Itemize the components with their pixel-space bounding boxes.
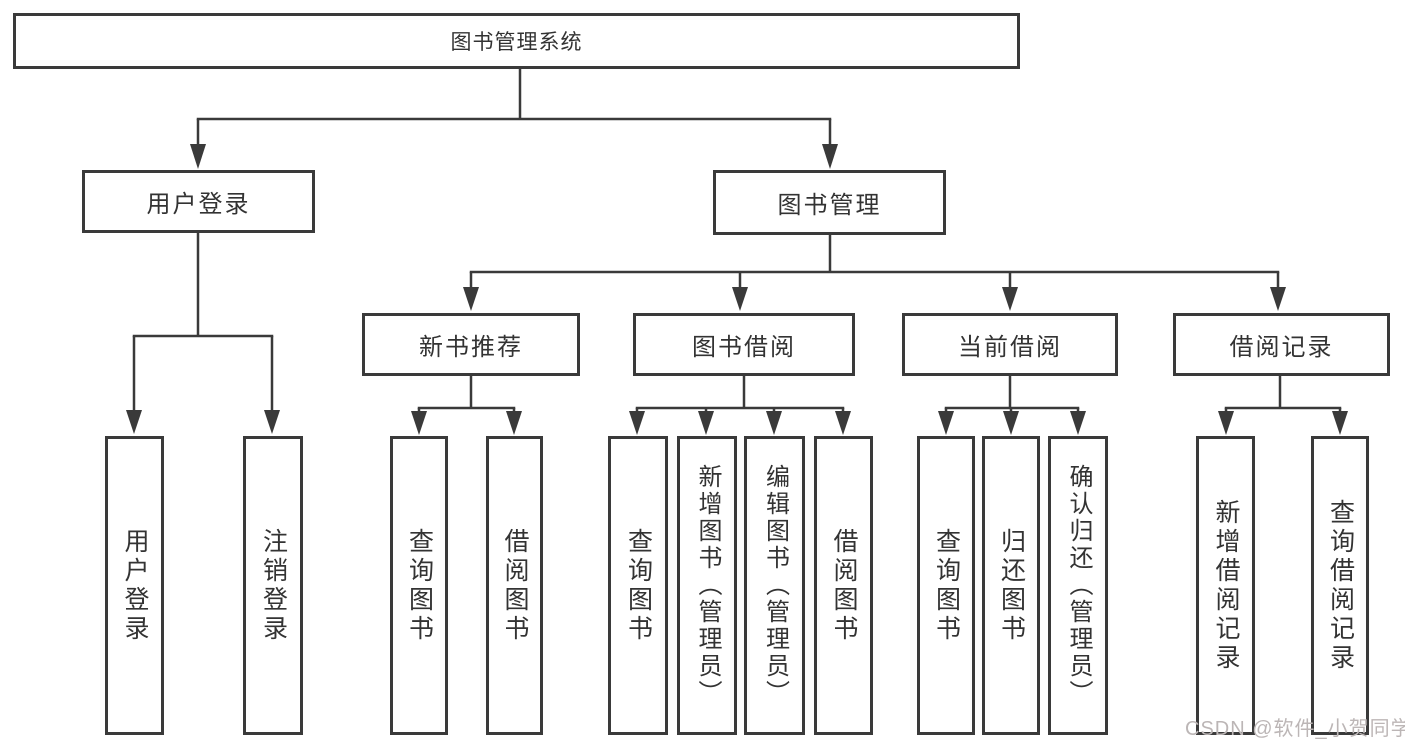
- node-label: 查询图书: [624, 527, 653, 644]
- node-book-management: 图书管理: [713, 170, 946, 235]
- leaf-add-borrow-record: 新增借阅记录: [1196, 436, 1255, 735]
- leaf-add-book-admin: 新增图书（管理员）: [677, 436, 737, 735]
- leaf-query-books-recommend: 查询图书: [390, 436, 448, 735]
- leaf-return-book: 归还图书: [982, 436, 1040, 735]
- node-label: 借阅图书: [501, 527, 529, 644]
- arrowhead-icons: [126, 144, 1348, 435]
- node-new-book-recommendation: 新书推荐: [362, 313, 580, 376]
- node-label: 借阅记录: [1229, 334, 1334, 361]
- node-label: 用户登录: [121, 527, 149, 644]
- node-label: 编辑图书（管理员）: [761, 464, 789, 707]
- node-book-borrowing: 图书借阅: [633, 313, 855, 376]
- node-label: 新书推荐: [419, 334, 523, 361]
- node-label: 图书借阅: [692, 334, 796, 361]
- node-current-borrowing: 当前借阅: [902, 313, 1118, 376]
- node-label: 借阅图书: [830, 527, 858, 644]
- node-label: 当前借阅: [958, 334, 1062, 361]
- node-label: 用户登录: [146, 191, 251, 218]
- node-label: 查询图书: [932, 527, 961, 644]
- node-label: 确认归还（管理员）: [1065, 464, 1092, 707]
- node-label: 图书管理系统: [450, 31, 583, 54]
- node-library-management-system: 图书管理系统: [13, 13, 1020, 69]
- node-label: 图书管理: [777, 192, 882, 219]
- csdn-watermark: CSDN @软件_小贺同学: [1185, 718, 1405, 740]
- leaf-query-books-borrow: 查询图书: [608, 436, 668, 735]
- leaf-user-login: 用户登录: [105, 436, 164, 735]
- leaf-query-books-current: 查询图书: [917, 436, 975, 735]
- node-label: 新增借阅记录: [1212, 498, 1240, 673]
- leaf-logout: 注销登录: [243, 436, 303, 735]
- node-label: 归还图书: [997, 527, 1026, 644]
- node-label: 查询图书: [405, 527, 434, 644]
- node-label: 查询借阅记录: [1326, 498, 1355, 673]
- leaf-borrow-book: 借阅图书: [814, 436, 873, 735]
- leaf-borrow-book-recommend: 借阅图书: [486, 436, 543, 735]
- leaf-query-borrow-record: 查询借阅记录: [1311, 436, 1369, 735]
- leaf-edit-book-admin: 编辑图书（管理员）: [744, 436, 805, 735]
- node-label: 新增图书（管理员）: [694, 464, 721, 707]
- leaf-confirm-return-admin: 确认归还（管理员）: [1048, 436, 1108, 735]
- node-label: 注销登录: [259, 527, 288, 644]
- node-user-login: 用户登录: [82, 170, 315, 233]
- node-borrowing-records: 借阅记录: [1173, 313, 1390, 376]
